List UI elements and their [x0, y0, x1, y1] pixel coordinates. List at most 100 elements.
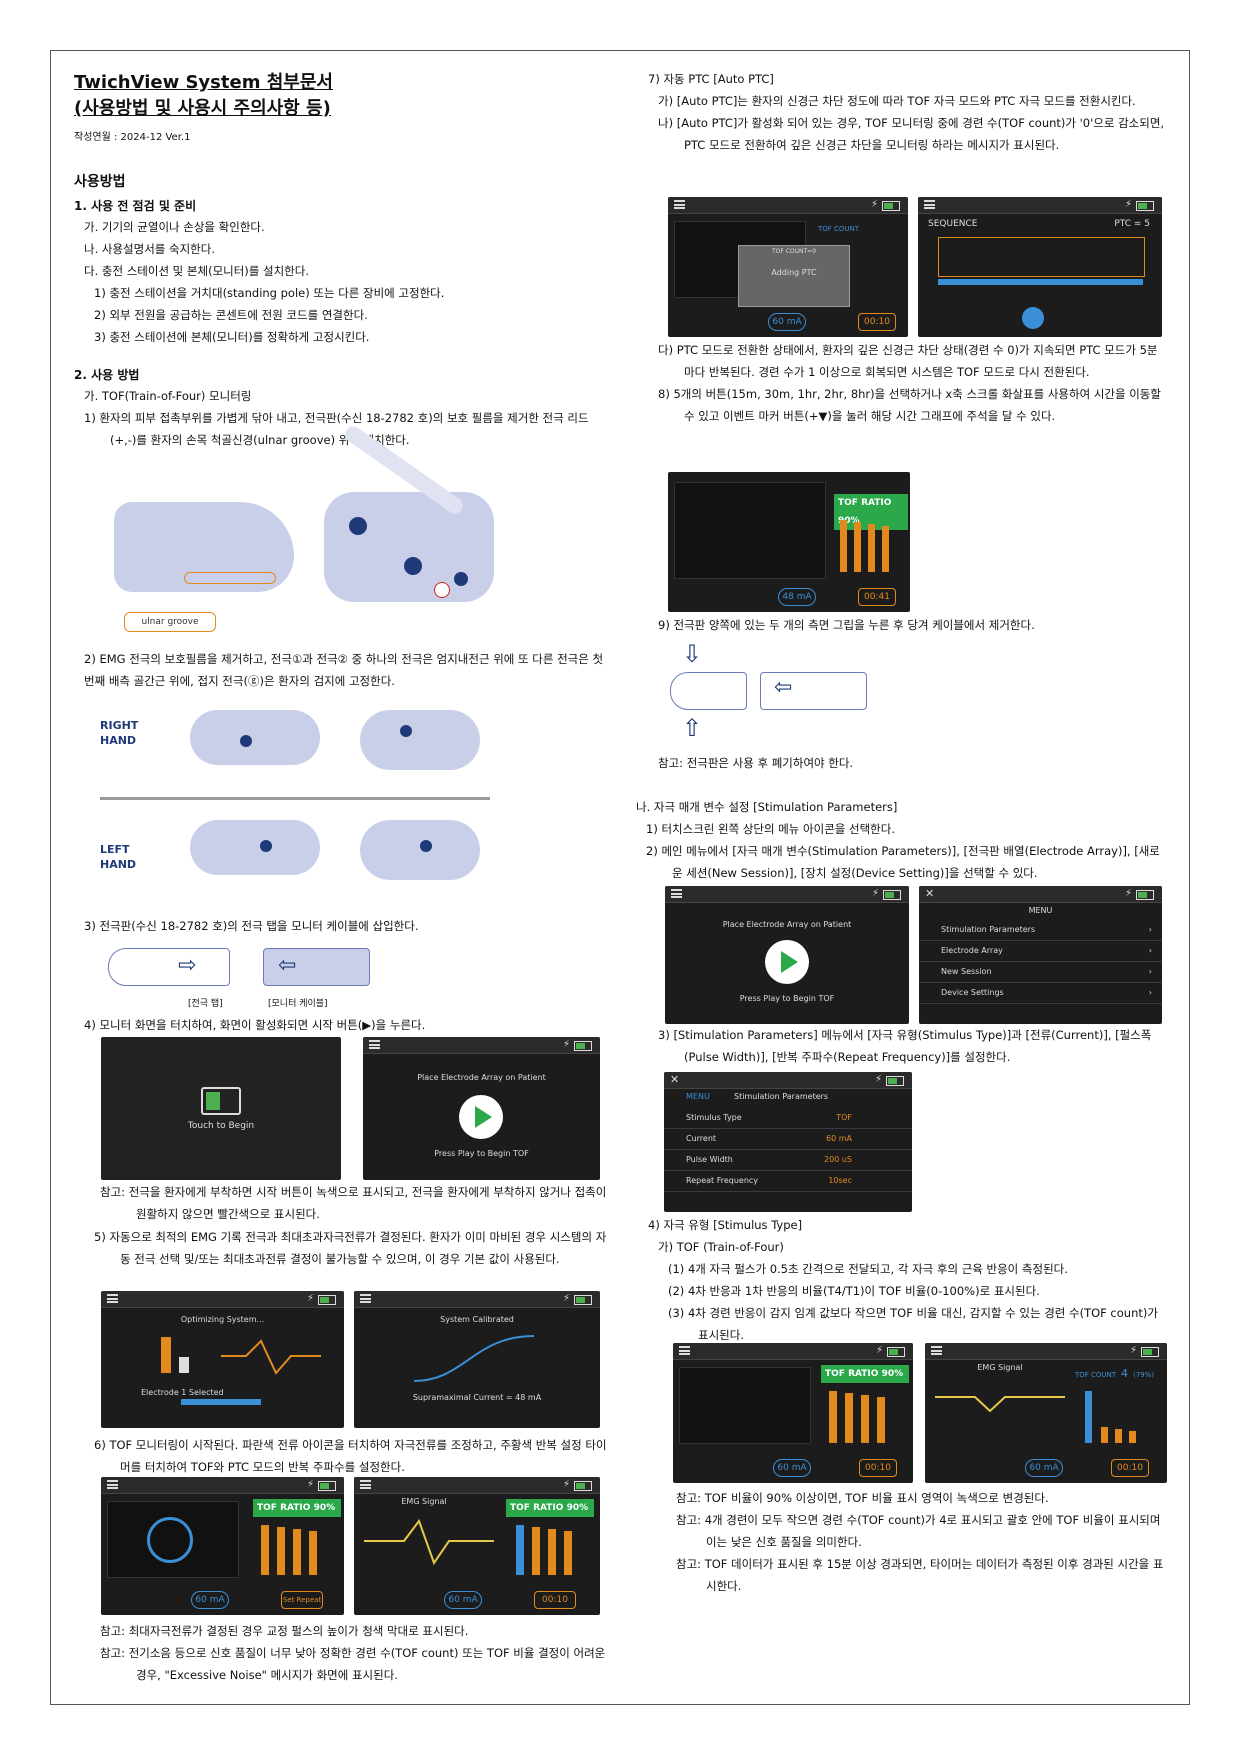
menu-icon[interactable]: [107, 1294, 118, 1303]
timer-button[interactable]: 00:10: [858, 313, 896, 331]
current-button[interactable]: 48 mA: [778, 588, 816, 606]
menu-item-electrode[interactable]: Electrode Array›: [919, 941, 1162, 962]
timer-button[interactable]: 00:10: [534, 1591, 576, 1609]
chevron-right-icon: ›: [1148, 946, 1152, 955]
tof-count-label: TOF COUNT: [818, 225, 860, 233]
close-icon[interactable]: ✕: [670, 1073, 680, 1086]
set-repeat-button[interactable]: Set Repeat: [281, 1591, 323, 1609]
bolt-icon: ⚡: [562, 1039, 570, 1050]
s1-item: 1) 충전 스테이션을 거치대(standing pole) 또는 다른 장비에…: [94, 286, 445, 300]
screen-tof-ratio: ⚡ TOF RATIO 90% 60 mA 00:10: [673, 1343, 913, 1483]
battery-icon: [1141, 1347, 1159, 1357]
menu-item-label: Device Settings: [941, 988, 1004, 997]
notef1: 참고: TOF 비율이 90% 이상이면, TOF 비율 표시 영역이 녹색으로…: [676, 1491, 1049, 1505]
right-hand-1: [190, 710, 320, 765]
tof-ratio-label: TOF RATIO: [838, 498, 892, 508]
screen-tof-monitor: ⚡ TOF RATIO 90% 60 mA Set Repeat: [101, 1477, 344, 1615]
status-bar: ⚡: [665, 886, 909, 903]
optimizing-text: Optimizing System...: [180, 1315, 265, 1324]
wrist-shape: [114, 502, 294, 592]
cable-label: [모니터 케이블]: [268, 999, 328, 1009]
battery-icon: [883, 890, 901, 900]
timer-button[interactable]: 00:10: [1111, 1459, 1149, 1477]
menu-icon[interactable]: [674, 200, 685, 209]
left-hand-2: [360, 820, 480, 880]
bolt-icon: ⚡: [562, 1293, 570, 1304]
play-button[interactable]: [459, 1095, 503, 1139]
play-button[interactable]: [765, 940, 809, 984]
adding-ptc-text: Adding PTC: [771, 268, 817, 277]
tof-bar: [261, 1525, 269, 1575]
ptc-timeline: [938, 279, 1143, 285]
menu-icon[interactable]: [679, 1346, 690, 1355]
electrode-tab: [670, 672, 747, 710]
sequence-label: SEQUENCE: [928, 219, 978, 229]
timer-button[interactable]: 00:10: [859, 1459, 897, 1477]
calibrated-text: System Calibrated: [440, 1315, 514, 1324]
divider: [100, 797, 490, 800]
tof-bar: [861, 1395, 869, 1443]
menu-icon[interactable]: [671, 889, 682, 898]
current-button[interactable]: 60 mA: [768, 313, 806, 331]
s8: 8) 5개의 버튼(15m, 30m, 1hr, 2hr, 8hr)을 선택하거…: [658, 387, 1161, 423]
screen-emg-signal: ⚡ EMG Signal TOF RATIO 90% 60 mA 00:10: [354, 1477, 600, 1615]
tof-bar: [1101, 1427, 1108, 1443]
right-hand-label: RIGHT HAND: [100, 719, 139, 747]
stim-row-value: 10sec: [828, 1176, 852, 1185]
note4-block: 참고: 전극을 환자에게 부착하면 시작 버튼이 녹색으로 표시되고, 전극을 …: [100, 1181, 610, 1225]
stim-title: Stimulation Parameters: [734, 1092, 829, 1101]
menu-item-device[interactable]: Device Settings›: [919, 983, 1162, 1004]
emg-waveform: [221, 1339, 321, 1375]
status-bar: ✕⚡: [919, 886, 1162, 903]
menu-icon[interactable]: [924, 200, 935, 209]
menu-item-stim[interactable]: Stimulation Parameters›: [919, 920, 1162, 941]
battery-icon: [1136, 890, 1154, 900]
tof-ratio-label: TOF RATIO: [257, 1503, 311, 1513]
s7-block: 7) 자동 PTC [Auto PTC] 가) [Auto PTC]는 환자의 …: [648, 68, 1168, 156]
close-icon[interactable]: ✕: [925, 887, 935, 900]
emg-signal-title: EMG Signal: [977, 1363, 1023, 1372]
current-button[interactable]: 60 mA: [444, 1591, 482, 1609]
bolt-icon: ⚡: [1124, 199, 1132, 210]
s2-a: 가. TOF(Train-of-Four) 모니터링: [84, 389, 252, 403]
trend-graph: [679, 1367, 811, 1444]
current-button[interactable]: 60 mA: [1025, 1459, 1063, 1477]
doc-title-2: (사용방법 및 사용시 주의사항 등): [74, 98, 331, 119]
bolt-icon: ⚡: [306, 1293, 314, 1304]
menu-item-session[interactable]: New Session›: [919, 962, 1162, 983]
screen-touch-begin[interactable]: Touch to Begin: [101, 1037, 341, 1180]
menu-icon[interactable]: [107, 1480, 118, 1489]
sb4a: 가) TOF (Train-of-Four): [658, 1240, 784, 1254]
menu-icon[interactable]: [360, 1294, 371, 1303]
screen-calibrated: ⚡ System Calibrated Supramaximal Current…: [354, 1291, 600, 1428]
wrist-illustration: ulnar groove: [104, 423, 534, 637]
doc-title-1: TwichView System 첨부문서: [74, 72, 333, 93]
menu-icon[interactable]: [931, 1346, 942, 1355]
tof-bar: [1129, 1431, 1136, 1443]
menu-icon[interactable]: [360, 1480, 371, 1489]
press-play-text: Press Play to Begin TOF: [434, 1149, 529, 1158]
screen-place-array: ⚡ Place Electrode Array on Patient Press…: [363, 1037, 600, 1180]
screen-main-menu: ✕⚡ MENU Stimulation Parameters› Electrod…: [919, 886, 1162, 1024]
chevron-right-icon: ›: [1148, 925, 1152, 934]
s2-a3-block: 3) 전극판(수신 18-2782 호)의 전극 탭을 모니터 케이블에 삽입한…: [84, 915, 614, 937]
ulnar-groove-label: ulnar groove: [124, 612, 216, 632]
back-menu-link[interactable]: MENU: [686, 1092, 710, 1101]
menu-icon[interactable]: [369, 1040, 380, 1049]
pause-button[interactable]: [1022, 307, 1044, 329]
s7b: 나) [Auto PTC]가 활성화 되어 있는 경우, TOF 모니터링 중에…: [658, 116, 1165, 152]
arrow-down-icon: ⇩: [682, 640, 703, 668]
current-button[interactable]: 60 mA: [191, 1591, 229, 1609]
play-overlay-icon[interactable]: [147, 1517, 193, 1563]
timer-button[interactable]: 00:41: [858, 588, 896, 606]
s1-item: 가. 기기의 균열이나 손상을 확인한다.: [84, 220, 265, 234]
battery-icon: [574, 1041, 592, 1051]
s1-item: 2) 외부 전원을 공급하는 콘센트에 전원 코드를 연결한다.: [94, 308, 368, 322]
adding-ptc-dialog[interactable]: TOF COUNT=0 Adding PTC: [738, 245, 850, 307]
current-button[interactable]: 60 mA: [773, 1459, 811, 1477]
stim-row-value: TOF: [836, 1113, 852, 1122]
